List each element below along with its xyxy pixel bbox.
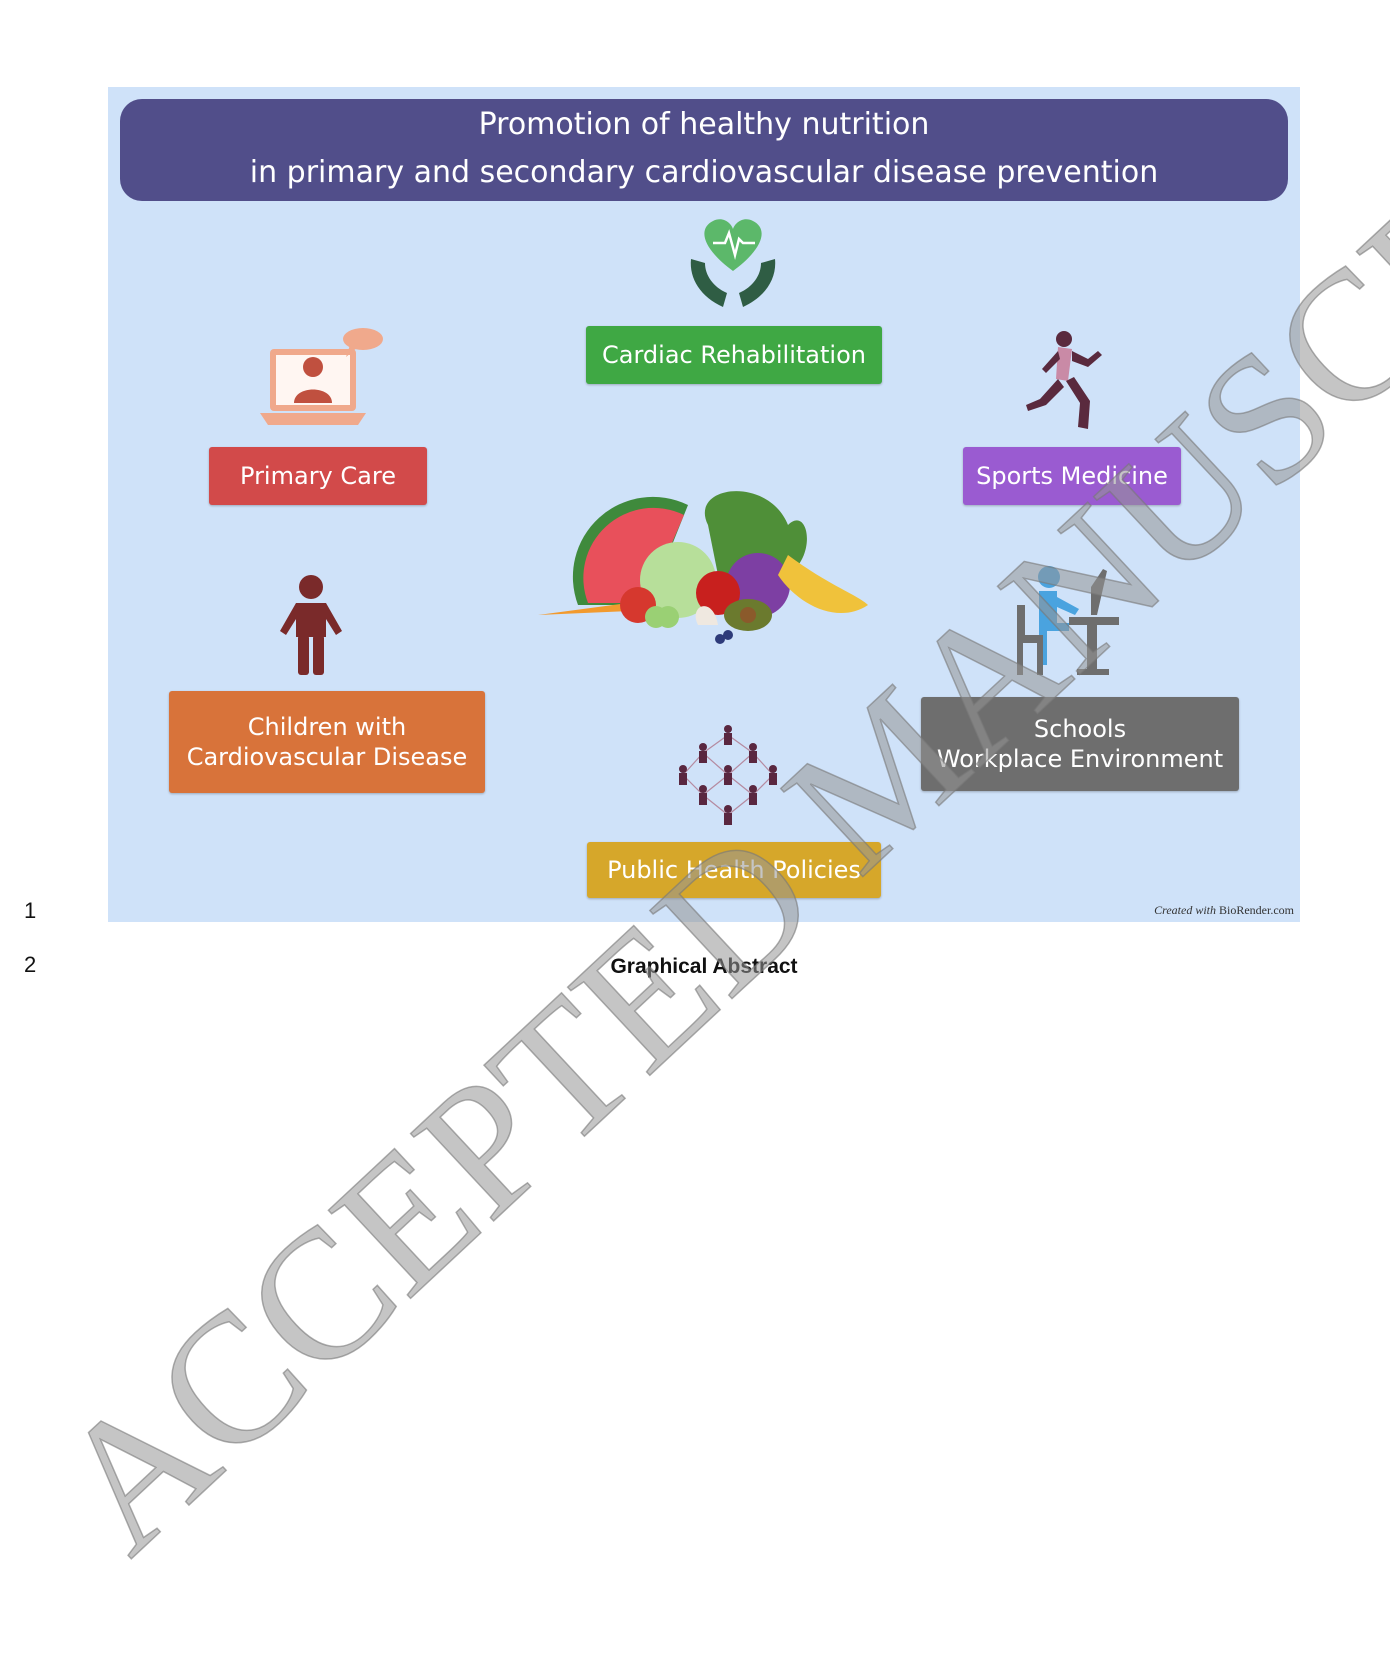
children-cvd-label: Children with Cardiovascular Disease <box>169 691 485 793</box>
line-number-1: 1 <box>24 898 37 923</box>
banner-line-1: Promotion of healthy nutrition <box>478 107 930 142</box>
desk-worker-icon <box>1017 566 1119 675</box>
community-network-icon <box>679 725 777 825</box>
sports-medicine-text: Sports Medicine <box>976 462 1168 490</box>
primary-care-label: Primary Care <box>209 447 427 505</box>
primary-care-text: Primary Care <box>240 462 396 490</box>
workplace-text: Workplace Environment <box>936 745 1224 773</box>
runner-icon <box>1026 331 1102 429</box>
cardiac-rehabilitation-label: Cardiac Rehabilitation <box>586 326 882 384</box>
public-health-policies-text: Public Health Policies <box>607 856 861 884</box>
children-cvd-text-1: Children with <box>247 713 407 741</box>
cardiac-rehabilitation-text: Cardiac Rehabilitation <box>602 341 866 369</box>
sports-medicine-label: Sports Medicine <box>963 447 1181 505</box>
telehealth-laptop-icon <box>260 328 383 425</box>
line-number-2: 2 <box>24 952 37 977</box>
title-banner: Promotion of healthy nutrition in primar… <box>120 99 1288 201</box>
child-icon <box>280 575 342 675</box>
credit-brand: BioRender.com <box>1219 903 1294 917</box>
figure-caption: Graphical Abstract <box>610 955 798 978</box>
biorender-credit: Created with BioRender.com <box>1154 903 1294 918</box>
heart-hands-icon <box>690 219 776 307</box>
public-health-policies-label: Public Health Policies <box>587 842 881 898</box>
graphical-abstract-figure: Promotion of healthy nutrition in primar… <box>108 87 1300 922</box>
fruit-vegetable-icon <box>538 491 868 644</box>
schools-text: Schools <box>1033 715 1127 743</box>
schools-workplace-label: Schools Workplace Environment <box>921 697 1239 791</box>
children-cvd-text-2: Cardiovascular Disease <box>186 743 468 771</box>
credit-prefix: Created with <box>1154 903 1216 917</box>
banner-line-2: in primary and secondary cardiovascular … <box>249 155 1159 190</box>
